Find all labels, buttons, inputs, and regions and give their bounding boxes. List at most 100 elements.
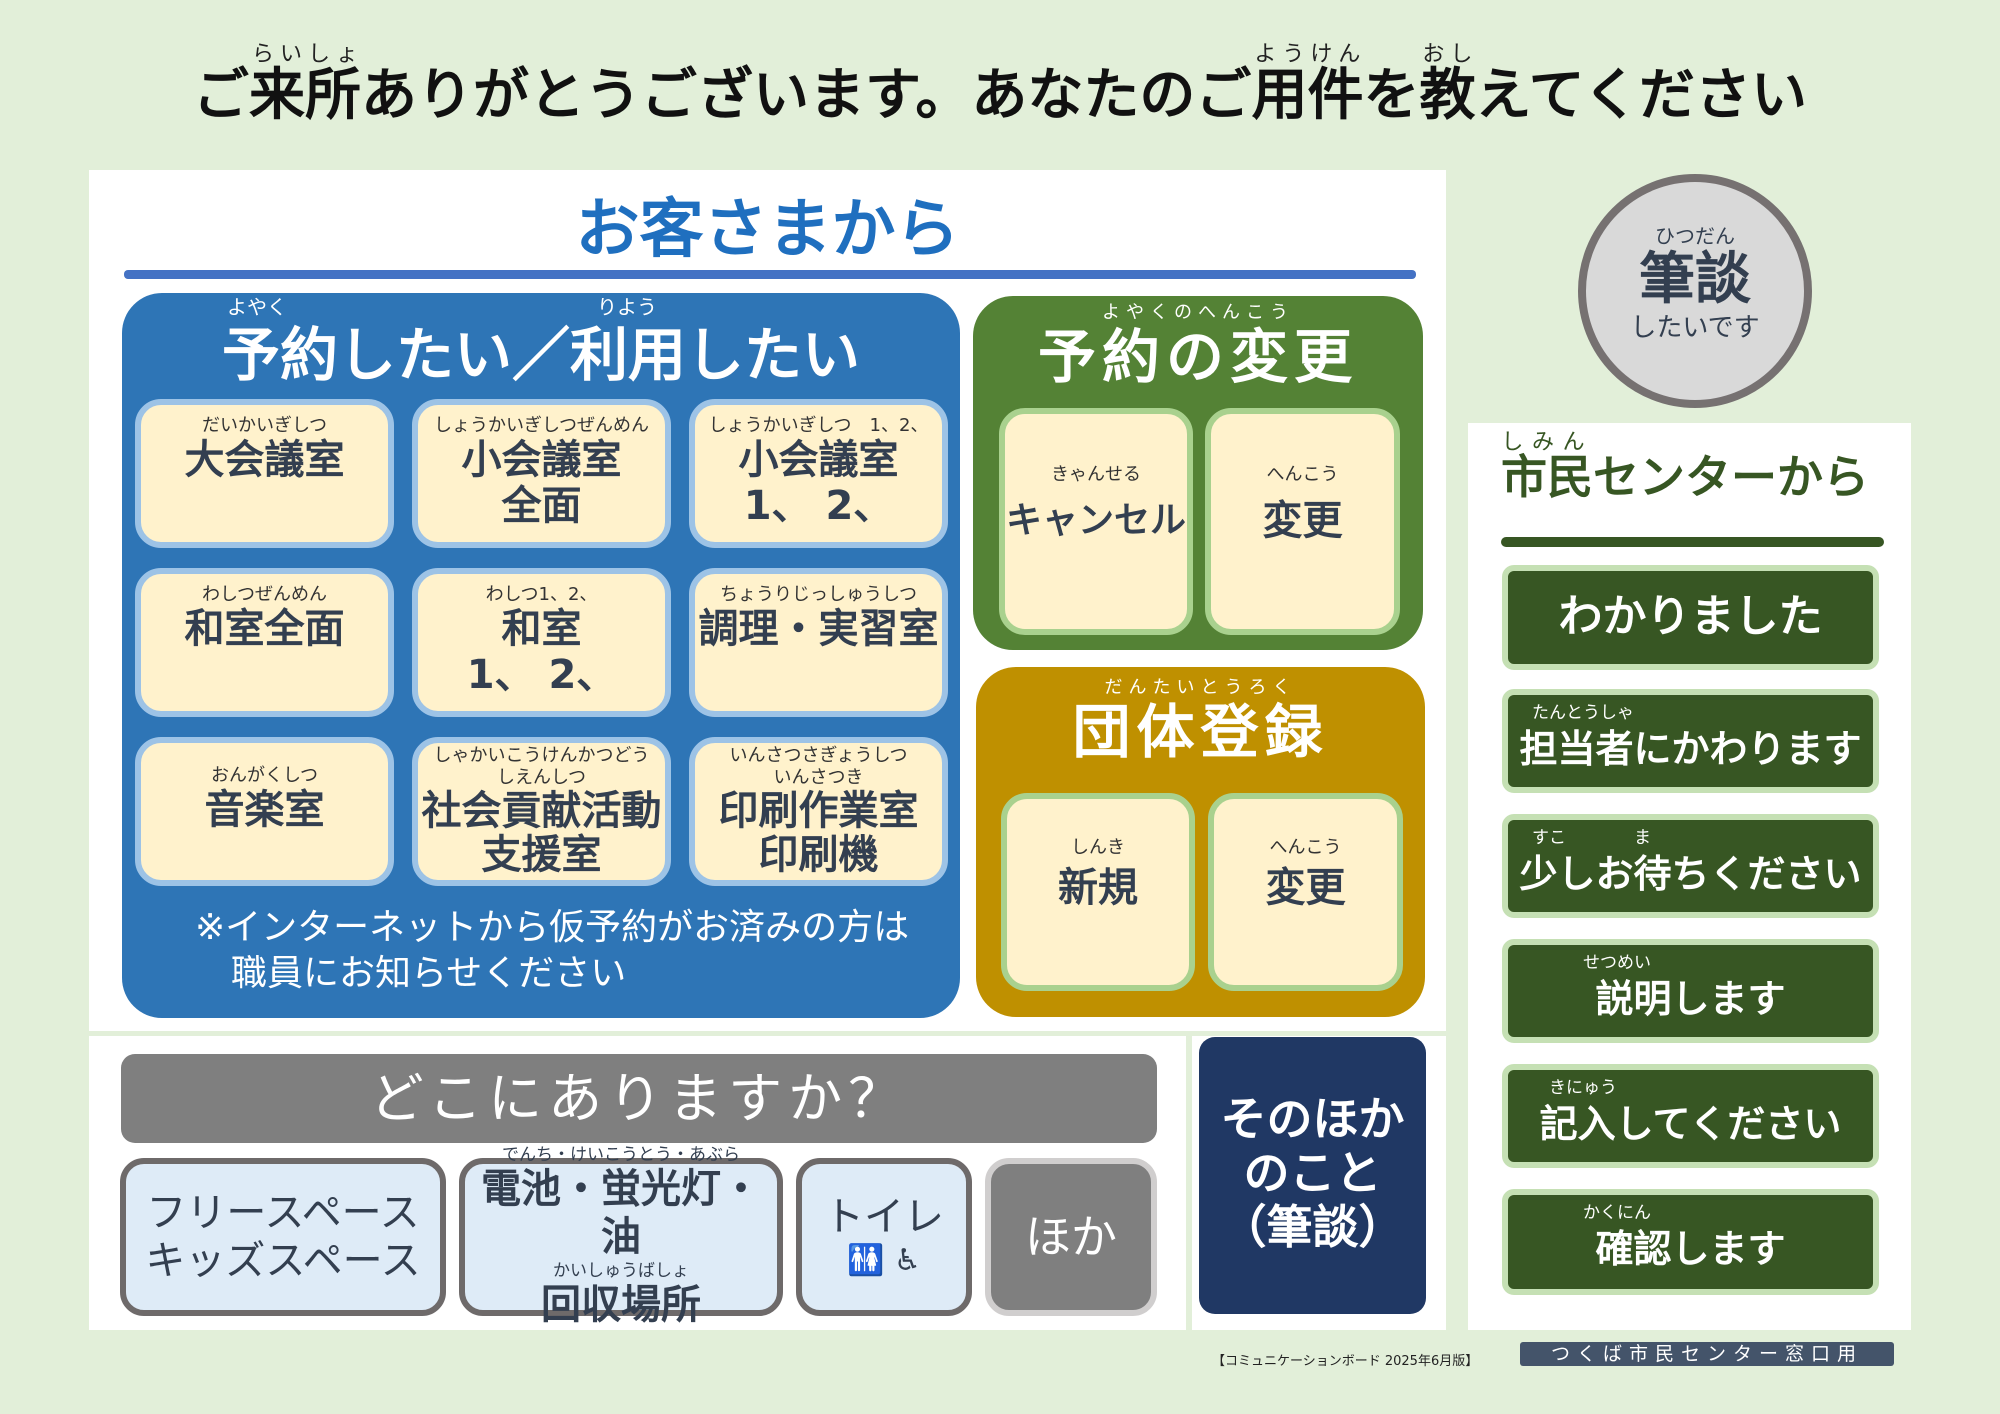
- tile-large-meeting-room[interactable]: だいかいぎしつ大会議室: [135, 399, 394, 548]
- furigana: らいしょ: [249, 42, 362, 67]
- tile-label: 印刷作業室 印刷機: [718, 788, 919, 878]
- furigana: へんこう: [1269, 837, 1342, 858]
- tile-small-meeting-room-full[interactable]: しょうかいぎしつぜんめん小会議室 全面: [412, 399, 671, 548]
- group-title-text: 団体登録: [1072, 698, 1329, 766]
- furigana: ようけん: [1251, 42, 1364, 67]
- please-wait-button[interactable]: すこ ま少しお待ちください: [1502, 814, 1879, 918]
- furigana: よやくのへんこう: [1102, 302, 1294, 323]
- furigana: わしつ1、2、: [485, 584, 598, 605]
- button-label: 回収場所: [541, 1282, 701, 1328]
- tile-label: 変更: [1265, 865, 1346, 911]
- tile-label: 和室 1、 2、: [466, 606, 617, 698]
- divider: [1501, 537, 1884, 547]
- tile-social-contribution-room[interactable]: しゃかいこうけんかつどう しえんしつ社会貢献活動 支援室: [412, 737, 671, 886]
- customer-heading: お客さまから: [575, 193, 960, 267]
- furigana: かいしゅうばしょ: [553, 1261, 689, 1281]
- tile-label: 大会議室: [184, 437, 345, 483]
- furigana: でんち・けいこうとう・あぶら: [502, 1145, 740, 1165]
- title-text: えてください: [1475, 63, 1807, 128]
- internet-reservation-note: ※インターネットから仮予約がお済みの方は 職員にお知らせください: [195, 907, 910, 994]
- tile-label: 音楽室: [204, 787, 325, 833]
- tile-small-meeting-room-1-2[interactable]: しょうかいぎしつ 1、2、小会議室 1、 2、: [689, 399, 948, 548]
- tile-japanese-room-full[interactable]: わしつぜんめん和室全面: [135, 568, 394, 717]
- furigana: りよう: [597, 295, 657, 319]
- title-text: を: [1363, 63, 1420, 128]
- tile-label: 調理・実習室: [698, 606, 939, 652]
- reserve-title: 予約したい／利用したい: [122, 321, 960, 389]
- restroom-icon: 🚻: [847, 1243, 885, 1278]
- center-heading-text: 市民: [1501, 450, 1593, 504]
- other-location-button[interactable]: ほか: [985, 1158, 1157, 1316]
- tile-music-room[interactable]: おんがくしつ音楽室: [135, 737, 394, 886]
- furigana: わしつぜんめん: [202, 584, 327, 605]
- tile-new-group[interactable]: しんき新規: [1001, 793, 1195, 991]
- button-label: 担当者にかわります: [1519, 727, 1862, 771]
- toilet-button[interactable]: トイレ 🚻 ♿: [796, 1158, 972, 1316]
- furigana: いんさつさぎょうしつ いんさつき: [729, 745, 908, 788]
- tile-label: 変更: [1262, 498, 1343, 544]
- recycling-button[interactable]: でんち・けいこうとう・あぶら 電池・蛍光灯・油 かいしゅうばしょ 回収場所: [459, 1145, 783, 1328]
- written-sub-label: したいです: [1630, 313, 1760, 343]
- button-label: フリースペース キッズスペース: [145, 1190, 421, 1284]
- explain-button[interactable]: せつめい説明します: [1502, 939, 1879, 1043]
- furigana: すこ ま: [1532, 828, 1651, 848]
- tile-label: 新規: [1058, 865, 1138, 911]
- change-staff-button[interactable]: たんとうしゃ担当者にかわります: [1502, 689, 1879, 793]
- furigana: へんこう: [1266, 464, 1339, 485]
- tile-cancel[interactable]: きゃんせるキャンセル: [999, 408, 1193, 635]
- furigana: ひつだん: [1655, 224, 1735, 248]
- reserve-title-text: 予約したい／利用したい: [221, 321, 860, 389]
- button-label: 少しお待ちください: [1519, 852, 1862, 896]
- title-ruby: 来所らいしょ: [249, 42, 362, 128]
- written-conversation-button[interactable]: ひつだん 筆談 したいです: [1578, 174, 1812, 408]
- free-space-button[interactable]: フリースペース キッズスペース: [120, 1158, 446, 1316]
- furigana: だいかいぎしつ: [202, 415, 327, 436]
- usage-badge: つくば市民センター窓口用: [1520, 1342, 1894, 1366]
- tile-label: キャンセル: [1005, 500, 1186, 541]
- please-fill-in-button[interactable]: きにゅう記入してください: [1502, 1064, 1879, 1168]
- tile-label: 小会議室 1、 2、: [738, 437, 899, 529]
- title-text: ご: [193, 63, 250, 128]
- tile-label: 小会議室 全面: [461, 437, 622, 529]
- other-matters-button[interactable]: そのほか のこと （筆談）: [1199, 1037, 1426, 1314]
- button-label: わかりました: [1558, 591, 1823, 642]
- page-title: ご来所らいしょありがとうございます。あなたのご用件ようけんを教おしえてください: [0, 42, 2000, 141]
- title-text: 来所: [249, 63, 362, 128]
- tile-cooking-room[interactable]: ちょうりじっしゅうしつ調理・実習室: [689, 568, 948, 717]
- tile-printing-room[interactable]: いんさつさぎょうしつ いんさつき印刷作業室 印刷機: [689, 737, 948, 886]
- furigana: しみん: [1501, 430, 1593, 455]
- title-text: 教: [1419, 63, 1476, 128]
- button-label: 説明します: [1595, 977, 1786, 1021]
- button-label: 電池・蛍光灯・油: [481, 1166, 761, 1260]
- furigana: だんたいとうろく: [1104, 677, 1297, 698]
- wheelchair-icon: ♿: [894, 1243, 921, 1278]
- divider: [124, 270, 1416, 279]
- tile-change-reservation[interactable]: へんこう変更: [1205, 408, 1400, 635]
- version-caption: 【コミュニケーションボード 2025年6月版】: [1212, 1354, 1479, 1369]
- change-title-text: 予約の変更: [1037, 323, 1358, 391]
- furigana: しょうかいぎしつ 1、2、: [708, 415, 929, 436]
- furigana: かくにん: [1532, 1203, 1651, 1223]
- title-ruby: 教おし: [1419, 42, 1476, 128]
- written-main-label: 筆談: [1639, 247, 1751, 312]
- button-label: ほか: [1025, 1210, 1117, 1264]
- furigana: おし: [1419, 42, 1476, 67]
- center-heading-text: センターから: [1593, 450, 1869, 504]
- furigana: しんき: [1071, 837, 1125, 858]
- title-text: ありがとうございます。あなたのご: [361, 63, 1252, 128]
- tile-japanese-room-1-2[interactable]: わしつ1、2、和室 1、 2、: [412, 568, 671, 717]
- furigana: きゃんせる: [1051, 464, 1141, 485]
- title-ruby: 用件ようけん: [1251, 42, 1363, 128]
- tile-label: 和室全面: [184, 606, 345, 652]
- where-heading: どこにありますか？: [121, 1054, 1157, 1143]
- furigana: たんとうしゃ: [1532, 703, 1634, 723]
- confirm-button[interactable]: かくにん確認します: [1502, 1189, 1879, 1295]
- change-title: よやくのへんこう予約の変更: [973, 302, 1423, 390]
- understood-button[interactable]: わかりました: [1502, 565, 1879, 670]
- toilet-icons: 🚻 ♿: [802, 1241, 966, 1281]
- center-heading: 市民しみんセンターから: [1501, 430, 1869, 512]
- furigana: おんがくしつ: [211, 765, 318, 786]
- tile-change-group[interactable]: へんこう変更: [1208, 793, 1403, 991]
- furigana: きにゅう: [1532, 1078, 1617, 1098]
- furigana: せつめい: [1532, 953, 1651, 973]
